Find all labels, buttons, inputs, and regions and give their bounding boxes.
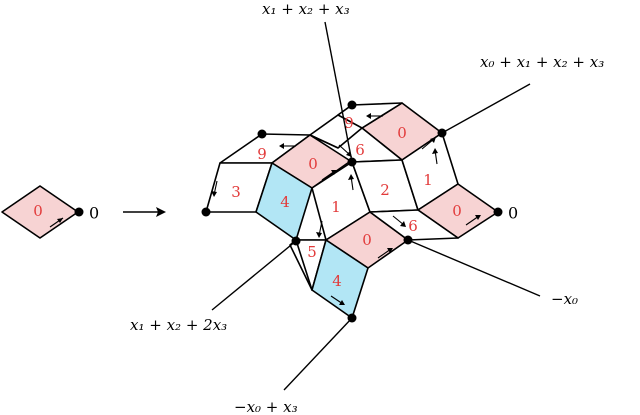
tile-9a-number: 9 xyxy=(344,114,354,132)
leader-bottom xyxy=(283,317,353,391)
label-bottom: −x₀ + x₃ xyxy=(234,398,298,415)
vertex-dot xyxy=(257,129,267,139)
arrow-icon xyxy=(279,143,296,149)
arrow-icon xyxy=(348,174,354,191)
tile-arrows xyxy=(211,113,481,305)
arrow-icon xyxy=(465,215,481,226)
arrow-icon xyxy=(330,295,345,305)
left-tile: 0 0 xyxy=(1,185,99,239)
left-tile-arrow-icon xyxy=(49,217,64,228)
tile-numbers: 9 0 9 0 6 3 4 1 2 1 0 5 0 6 4 xyxy=(231,114,462,290)
leader-bottom-right xyxy=(407,239,541,297)
map-arrow-icon xyxy=(123,207,166,217)
tile-4b-number: 4 xyxy=(332,272,342,290)
tile-2-number: 2 xyxy=(380,181,390,199)
left-tile-corner-label: 0 xyxy=(89,204,99,223)
leader-bottom-left xyxy=(211,240,297,311)
arrow-icon xyxy=(366,113,383,119)
tile-0b-number: 0 xyxy=(308,155,318,173)
arrow-icon xyxy=(392,215,406,227)
tile-9b-number: 9 xyxy=(257,145,267,163)
leader-top-right xyxy=(441,83,531,134)
vertex-dot xyxy=(201,207,211,217)
arrow-icon xyxy=(316,220,323,238)
arrow-icon xyxy=(211,180,218,197)
leader-top xyxy=(324,21,353,163)
arrow-icon xyxy=(377,248,393,259)
vertex-dot xyxy=(347,100,357,110)
left-tile-number: 0 xyxy=(33,202,43,220)
vertex-dot xyxy=(493,207,503,217)
tile-0d-number: 0 xyxy=(362,231,372,249)
label-bottom-left: x₁ + x₂ + 2x₃ xyxy=(130,316,227,334)
tile-0a-number: 0 xyxy=(397,124,407,142)
arrow-icon xyxy=(321,170,337,181)
tile-6b-number: 6 xyxy=(408,217,418,235)
label-top-right: x₀ + x₁ + x₂ + x₃ xyxy=(480,53,604,71)
tile-6-number: 6 xyxy=(355,141,365,159)
arrow-icon xyxy=(432,148,438,165)
tile-1a-number: 1 xyxy=(331,198,341,216)
left-tile-vertex xyxy=(74,207,84,217)
leader-lines xyxy=(211,21,541,391)
tile-4b xyxy=(311,239,369,319)
tiling xyxy=(205,102,499,319)
tile-0c-number: 0 xyxy=(452,202,462,220)
tile-5-number: 5 xyxy=(307,243,317,261)
label-bottom-right: −x₀ xyxy=(551,290,578,308)
tile-6 xyxy=(309,127,403,163)
tile-6b xyxy=(369,209,459,241)
tile-3-number: 3 xyxy=(231,183,241,201)
arrow-icon xyxy=(421,137,436,150)
tile-1b-number: 1 xyxy=(423,171,433,189)
label-top: x₁ + x₂ + x₃ xyxy=(262,0,350,18)
right-corner-label: 0 xyxy=(508,204,518,223)
vertex-dots xyxy=(201,100,503,323)
tile-4a-number: 4 xyxy=(280,193,290,211)
